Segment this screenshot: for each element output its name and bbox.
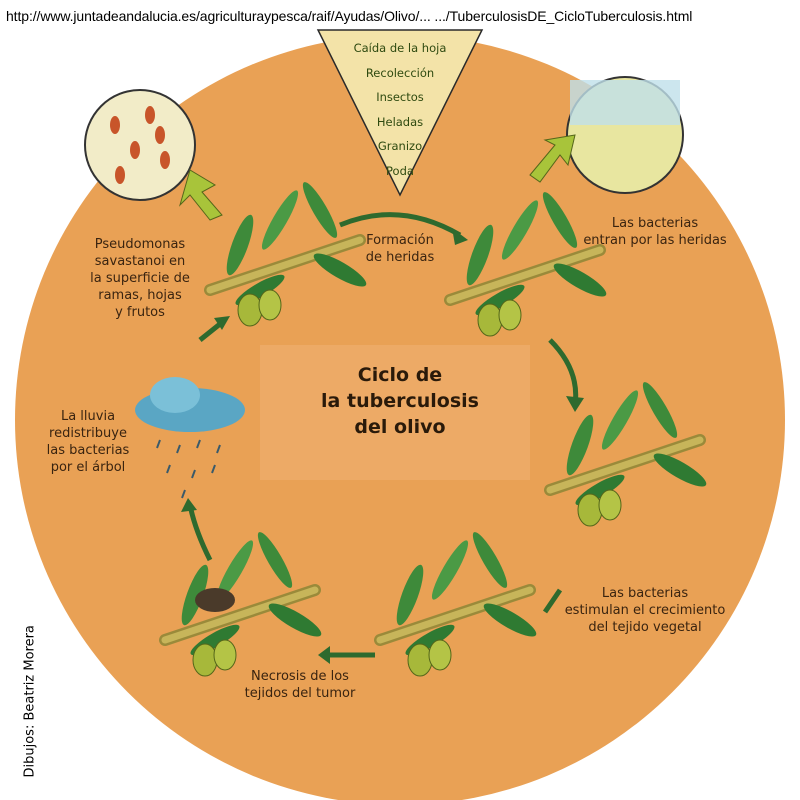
label-line: estimulan el crecimiento — [564, 603, 726, 618]
cause-item: Caída de la hoja — [353, 41, 447, 55]
diagram-title: Ciclo de la tuberculosis del olivo — [300, 362, 500, 440]
step-surface: Pseudomonas savastanoi en la superficie … — [75, 236, 205, 321]
label-line: ramas, hojas — [98, 288, 182, 303]
step-rain: La lluvia redistribuye las bacterias por… — [38, 408, 138, 476]
label-line: por el árbol — [50, 460, 126, 475]
arrow-to-magnifier-right — [529, 134, 576, 183]
step-wounds: Formación de heridas — [345, 232, 455, 266]
label-line: Formación — [366, 233, 434, 248]
step-necrosis: Necrosis de los tejidos del tumor — [230, 668, 370, 702]
step-growth: Las bacterias estimulan el crecimiento d… — [560, 585, 730, 636]
arrow-to-magnifier-left — [178, 169, 223, 221]
label-line: las bacterias — [46, 443, 130, 458]
label-line: del tejido vegetal — [588, 620, 702, 635]
cause-item: Granizo — [377, 139, 423, 153]
step-entry: Las bacterias entran por las heridas — [575, 215, 735, 249]
cause-item: Heladas — [376, 114, 424, 129]
source-url: http://www.juntadeandalucia.es/agricultu… — [6, 8, 693, 24]
causes-list: Caída de la hoja Recolección Insectos He… — [330, 36, 470, 183]
label-line: Necrosis de los — [251, 669, 349, 684]
label-line: La lluvia — [60, 409, 116, 424]
center-panel — [260, 345, 530, 480]
title-line: del olivo — [354, 416, 446, 438]
rain-cloud — [135, 377, 245, 499]
cause-item: Recolección — [365, 65, 435, 80]
label-line: tejidos del tumor — [244, 686, 356, 701]
label-line: de heridas — [365, 250, 435, 265]
label-line: y frutos — [115, 305, 165, 320]
causes-triangle — [316, 29, 484, 197]
bacteria-magnifier — [84, 89, 196, 201]
label-line: la superficie de — [90, 271, 190, 286]
necrotic-tumor — [195, 588, 235, 612]
illustration-credit: Dibujos: Beatriz Morera — [22, 625, 38, 778]
cause-item: Poda — [386, 163, 414, 178]
label-line: Las bacterias — [611, 216, 699, 231]
cause-item: Insectos — [376, 90, 424, 104]
title-line: la tuberculosis — [321, 390, 479, 412]
label-line: Las bacterias — [601, 586, 689, 601]
label-line: redistribuye — [49, 426, 127, 441]
label-line: Pseudomonas — [94, 237, 186, 252]
label-line: entran por las heridas — [583, 233, 727, 248]
title-line: Ciclo de — [357, 364, 443, 386]
label-line: savastanoi en — [94, 254, 186, 269]
